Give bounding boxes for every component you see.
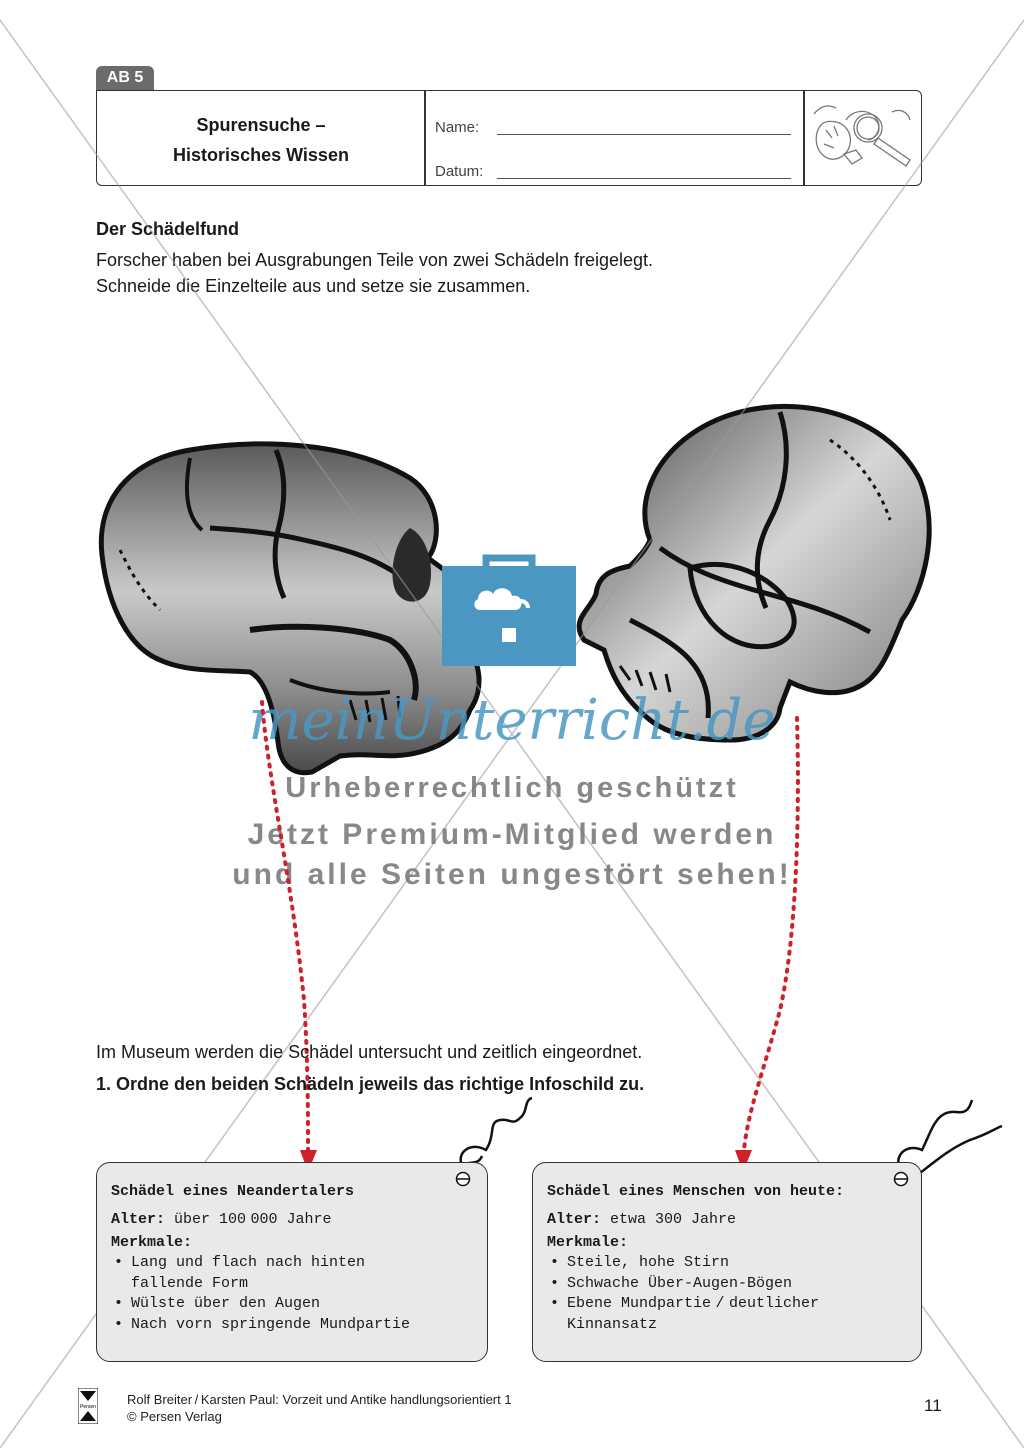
- museum-text: Im Museum werden die Schädel untersucht …: [96, 1042, 643, 1062]
- card-features-list: Steile, hohe Stirn Schwache Über-Augen-B…: [547, 1253, 907, 1335]
- footer-citation: Rolf Breiter / Karsten Paul: Vorzeit und…: [127, 1392, 512, 1407]
- info-card-modern-human[interactable]: Schädel eines Menschen von heute: Alter:…: [532, 1162, 922, 1362]
- worksheet-title: Spurensuche – Historisches Wissen: [98, 110, 424, 170]
- card-title: Schädel eines Menschen von heute:: [547, 1183, 845, 1200]
- list-item: Nach vorn springende Mundpartie: [111, 1315, 473, 1336]
- task-1: 1. Ordne den beiden Schädeln jeweils das…: [96, 1074, 645, 1094]
- magnifier-icon: [813, 105, 911, 167]
- card-age: Alter: über 100 000 Jahre: [111, 1211, 332, 1228]
- card-hole-icon: [893, 1171, 909, 1187]
- info-card-neanderthal[interactable]: Schädel eines Neandertalers Alter: über …: [96, 1162, 488, 1362]
- svg-text:Persen: Persen: [80, 1404, 96, 1410]
- card-title: Schädel eines Neandertalers: [111, 1183, 355, 1200]
- list-item: Wülste über den Augen: [111, 1294, 473, 1315]
- watermark-brand: meinUnterricht.de: [248, 688, 776, 753]
- title-line-2: Historisches Wissen: [173, 145, 349, 165]
- header-divider: [803, 90, 805, 186]
- name-field[interactable]: [497, 134, 791, 135]
- list-item: Schwache Über-Augen-Bögen: [547, 1274, 907, 1295]
- date-label: Datum:: [435, 163, 484, 180]
- publisher-logo: Persen: [78, 1388, 98, 1424]
- watermark-line-3: und alle Seiten ungestört sehen!: [232, 858, 792, 891]
- watermark-line-2: Jetzt Premium-Mitglied werden: [247, 818, 777, 851]
- date-field[interactable]: [497, 178, 791, 179]
- card-features-label: Merkmale:: [547, 1234, 629, 1251]
- watermark-line-1: Urheberrechtlich geschützt: [285, 772, 739, 804]
- arrow-left: [260, 700, 310, 1152]
- name-label: Name:: [435, 119, 480, 136]
- modern-skull: [576, 403, 932, 743]
- list-item: Steile, hohe Stirn: [547, 1253, 907, 1274]
- briefcase-icon: [442, 554, 576, 666]
- intro-text-line-1: Forscher haben bei Ausgrabungen Teile vo…: [96, 250, 654, 270]
- section-heading: Der Schädelfund: [96, 219, 240, 239]
- neanderthal-skull: [98, 441, 482, 776]
- header-box: [96, 90, 922, 186]
- worksheet-tag: AB 5: [96, 66, 154, 90]
- card-features-label: Merkmale:: [111, 1234, 193, 1251]
- footer-copyright: © Persen Verlag: [127, 1409, 222, 1424]
- arrow-right: [742, 716, 800, 1152]
- intro-text-line-2: Schneide die Einzelteile aus und setze s…: [96, 276, 531, 296]
- title-line-1: Spurensuche –: [196, 115, 326, 135]
- page-number: 11: [924, 1396, 942, 1415]
- skulls-illustration: [98, 403, 932, 776]
- header-divider: [424, 90, 426, 186]
- card-hole-icon: [455, 1171, 471, 1187]
- card-age: Alter: etwa 300 Jahre: [547, 1211, 737, 1228]
